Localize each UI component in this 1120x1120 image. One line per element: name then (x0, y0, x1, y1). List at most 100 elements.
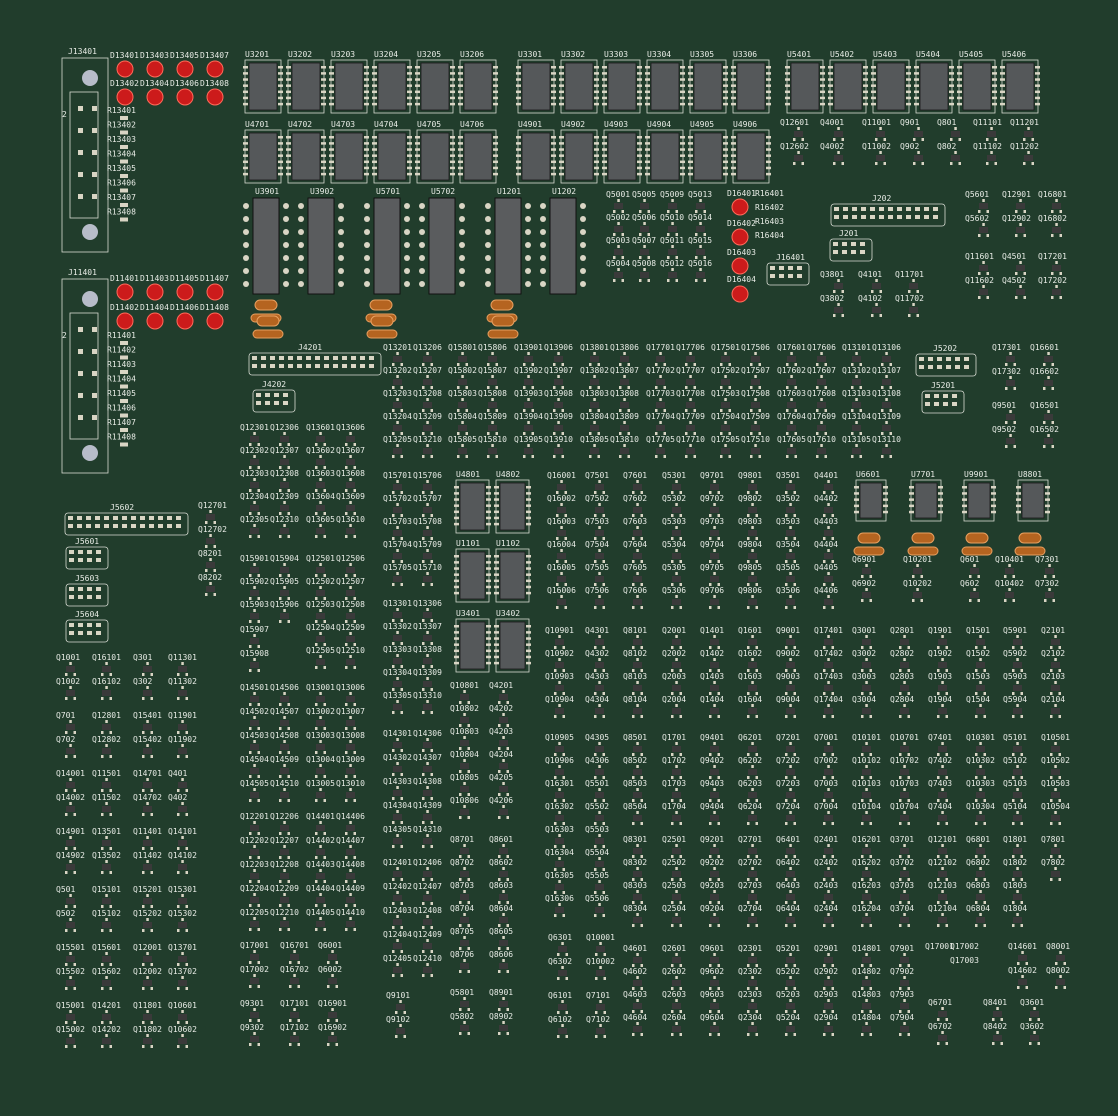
capacitor (961, 546, 993, 556)
header-pad (897, 207, 902, 211)
transistor-pad (883, 138, 886, 141)
ic-pad (723, 166, 728, 170)
ic-pad (559, 102, 564, 106)
transistor-pad (556, 491, 559, 494)
transistor-pad (671, 537, 674, 540)
transistor-ref-label: Q14509 (270, 755, 299, 764)
header-pad (342, 364, 347, 368)
transistor-pad (865, 658, 868, 661)
transistor-pad (323, 666, 326, 669)
transistor-pad (459, 770, 462, 773)
dip-pad (580, 242, 586, 248)
transistor-pad (827, 953, 830, 956)
transistor-pad (1047, 410, 1050, 413)
transistor (422, 444, 433, 458)
transistor-ref-label: Q4502 (1002, 276, 1026, 285)
transistor-pad (558, 765, 561, 768)
transistor (613, 245, 624, 259)
ic-pad (957, 102, 962, 106)
transistor-body (938, 871, 947, 877)
transistor (392, 915, 403, 929)
transistor-body (316, 897, 325, 903)
transistor-pad (594, 514, 597, 517)
transistor (881, 352, 892, 366)
transistor-pad (253, 764, 256, 767)
transistor-body (979, 227, 988, 233)
transistor-body (524, 379, 533, 385)
resistor-ref-label: R16403 (755, 217, 784, 226)
transistor-pad (824, 409, 827, 412)
transistor (861, 1022, 872, 1036)
dip-pad (525, 268, 531, 274)
ic-pad (766, 160, 771, 164)
transistor-pad (349, 455, 352, 458)
transistor-ref-label: Q7401 (928, 733, 952, 742)
transistor-body (66, 922, 75, 928)
transistor-pad (827, 788, 830, 791)
transistor (315, 869, 326, 883)
transistor-pad (907, 1033, 910, 1036)
transistor-pad (639, 210, 642, 213)
transistor (595, 1024, 606, 1038)
transistor-ref-label: Q8604 (489, 904, 513, 913)
transistor-pad (426, 700, 429, 703)
transistor-body (557, 507, 566, 513)
transistor-pad (594, 753, 597, 756)
ic-pad (454, 573, 459, 576)
transistor (975, 742, 986, 756)
transistor-pad (851, 409, 854, 412)
transistor-ref-label: Q10201 (903, 555, 932, 564)
transistor (589, 375, 600, 389)
transistor-pad (257, 832, 260, 835)
ic-pad (450, 148, 455, 151)
transistor-pad (916, 564, 919, 567)
transistor (177, 952, 188, 966)
transistor-pad (69, 744, 72, 747)
transistor-body (250, 567, 259, 573)
transistor-pad (747, 583, 750, 586)
transistor-pad (430, 619, 433, 622)
transistor-pad (869, 1033, 872, 1036)
transistor-pad (983, 646, 986, 649)
ic-pad (286, 166, 291, 170)
transistor-pad (913, 162, 916, 165)
transistor-pad (861, 878, 864, 881)
transistor-pad (564, 560, 567, 563)
transistor-pad (422, 711, 425, 714)
transistor (142, 976, 153, 990)
transistor-pad (1020, 669, 1023, 672)
transistor (315, 893, 326, 907)
transistor-body (316, 921, 325, 927)
transistor-body (1016, 227, 1025, 233)
ic-ref-label: U8801 (1018, 470, 1042, 479)
transistor-pad (785, 560, 788, 563)
transistor-pad (869, 964, 872, 967)
transistor-pad (345, 512, 348, 515)
transistor-pad (941, 1007, 944, 1010)
transistor-pad (639, 279, 642, 282)
ic-ref-label: U9901 (964, 470, 988, 479)
ic-pad (458, 154, 463, 157)
transistor-ref-label: Q17507 (741, 366, 770, 375)
transistor-ref-label: Q8102 (623, 649, 647, 658)
transistor-pad (1025, 986, 1028, 989)
led (176, 60, 194, 78)
transistor-ref-label: Q9502 (992, 425, 1016, 434)
transistor-body (290, 954, 299, 960)
transistor-pad (353, 620, 356, 623)
transistor-pad (430, 491, 433, 494)
transistor (345, 869, 356, 883)
transistor (101, 662, 112, 676)
ic-pad (364, 72, 369, 75)
ic-pad (329, 84, 334, 87)
transistor-pad (467, 947, 470, 950)
transistor-body (938, 639, 947, 645)
ic-pad (286, 66, 291, 69)
header-pad (342, 356, 347, 360)
transistor-pad (907, 964, 910, 967)
transistor-pad (869, 799, 872, 802)
transistor-pad (502, 959, 505, 962)
transistor-pad (1043, 445, 1046, 448)
transistor-pad (831, 606, 834, 609)
ic-pad (526, 637, 531, 640)
